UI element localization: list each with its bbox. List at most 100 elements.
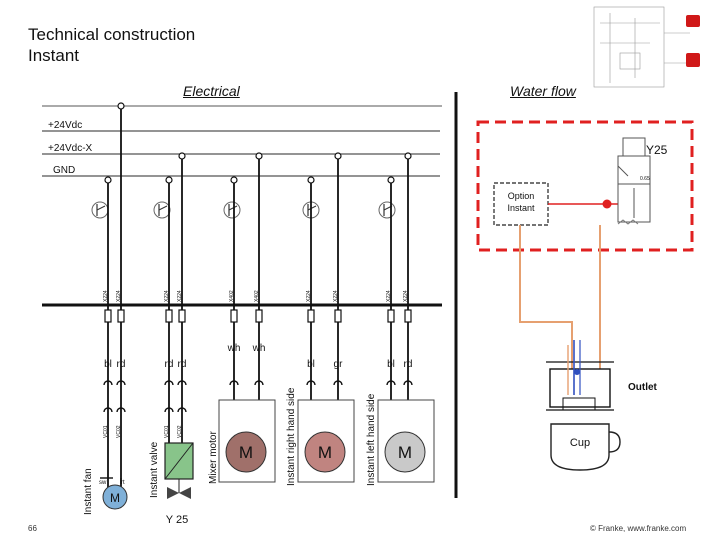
title-line-2: Instant [28, 46, 80, 65]
fan-wire-color-1: rd [117, 359, 126, 370]
device-label-mixer-motor: Mixer motor [208, 431, 219, 484]
right-transistor-lead [307, 205, 317, 211]
valve-wire-color-0: rd [165, 359, 174, 370]
valve-plug-1 [177, 380, 187, 386]
fan-device-code-0: VC01 [103, 425, 109, 438]
mixer-motor-box [218, 399, 276, 483]
valve-device-code-0: VC01 [164, 425, 170, 438]
page-title: Technical construction Instant [28, 24, 195, 66]
outlet-label: Outlet [628, 382, 658, 393]
right-gnd-node [307, 176, 315, 184]
mixer-motor-icon [225, 431, 267, 473]
right-terminal-0 [307, 309, 315, 323]
pipe-junction [602, 199, 612, 209]
fan-motor-icon [102, 484, 128, 510]
fan-transistor-lead [96, 205, 106, 211]
mixer-transistor-icon [223, 201, 241, 219]
valve-plug-0 [164, 380, 174, 386]
fan-terminal-1 [117, 309, 125, 323]
right-plug-1 [333, 380, 343, 386]
valve-gnd-node [165, 176, 173, 184]
left-transistor-icon [378, 201, 396, 219]
option-box-line-2: Instant [507, 203, 535, 213]
left-plug-1 [403, 380, 413, 386]
left-connector-code-0: X224 [386, 290, 392, 302]
overview-schematic-thumbnail [593, 6, 700, 88]
right-motor-icon [304, 431, 346, 473]
valve-terminal-1 [178, 309, 186, 323]
left-terminal-0 [387, 309, 395, 323]
valve-wire-color-1: rd [178, 359, 187, 370]
mixer-plug-0 [229, 380, 239, 386]
valve-transistor-icon [153, 201, 171, 219]
right-rail-node [334, 152, 342, 160]
device-label-instant-valve: Instant valve [149, 441, 160, 498]
rail-label-24vdc-x: +24Vdc-X [48, 143, 93, 154]
mixer-rail-node [255, 152, 263, 160]
valve-y25-label: Y25 [646, 143, 668, 157]
left-plug-0 [386, 380, 396, 386]
device-label-instant-left: Instant left hand side [366, 393, 377, 486]
fan-plug-0 [103, 380, 113, 386]
fan-connector-code-1: X224 [116, 290, 122, 302]
fan-device-plug-1 [116, 407, 126, 413]
mixer-terminal-0 [230, 309, 238, 323]
rail-label-gnd: GND [53, 165, 75, 176]
mixer-plug-1 [254, 380, 264, 386]
mixer-transistor-lead [228, 205, 238, 211]
right-wire-color-0: bl [307, 359, 315, 370]
left-motor-box [377, 399, 435, 483]
device-label-instant-right: Instant right hand side [286, 387, 297, 486]
left-wire-color-1: rd [404, 359, 413, 370]
valve-rail-node [178, 152, 186, 160]
valve-y25-icon [617, 137, 651, 225]
mixer-wire-color-0: wh [227, 343, 241, 354]
right-wire-color-1: gr [334, 359, 344, 370]
rail-label-24vdc: +24Vdc [48, 120, 82, 131]
section-heading-electrical: Electrical [183, 83, 240, 99]
right-plug-0 [306, 380, 316, 386]
left-terminal-1 [404, 309, 412, 323]
mixer-terminal-1 [255, 309, 263, 323]
fan-transistor-icon [91, 201, 109, 219]
fan-plug-1 [116, 380, 126, 386]
cup-icon [550, 423, 610, 471]
right-connector-code-0: X224 [306, 290, 312, 302]
valve-device-plug-0 [164, 407, 174, 413]
right-motor-box [297, 399, 355, 483]
left-motor-symbol: M [398, 443, 412, 462]
fan-device-plug-0 [103, 407, 113, 413]
right-motor-symbol: M [318, 443, 332, 462]
fan-connector-code-0: X224 [103, 290, 109, 302]
left-gnd-node [387, 176, 395, 184]
page-number: 66 [28, 524, 37, 533]
section-heading-water-flow: Water flow [510, 83, 576, 99]
valve-connector-code-1: X224 [177, 290, 183, 302]
cup-label: Cup [570, 437, 590, 449]
right-terminal-1 [334, 309, 342, 323]
left-motor-icon [384, 431, 426, 473]
mixer-connector-code-1: X402 [254, 290, 260, 302]
fan-device-code-1: VC02 [116, 425, 122, 438]
mixer-connector-code-0: X402 [229, 290, 235, 302]
fan-pin-left-label: sw [99, 480, 107, 486]
option-box-line-1: Option [508, 191, 535, 201]
valve-name-label: Y 25 [166, 514, 188, 526]
fan-terminal-0 [104, 309, 112, 323]
mixer-gnd-node [230, 176, 238, 184]
valve-device-plug-1 [177, 407, 187, 413]
fan-rail-node [117, 102, 125, 110]
valve-connector-code-0: X224 [164, 290, 170, 302]
device-label-instant-fan: Instant fan [83, 468, 94, 515]
valve-terminal-0 [165, 309, 173, 323]
water-pipe-orange-left [519, 225, 573, 405]
mixer-motor-symbol: M [239, 443, 253, 462]
fan-wire-color-0: bl [104, 359, 112, 370]
fan-motor-symbol: M [110, 491, 120, 505]
valve-rating-label: 0.65 [640, 176, 650, 182]
valve-device-code-1: VC02 [177, 425, 183, 438]
left-wire-color-0: bl [387, 359, 395, 370]
title-line-1: Technical construction [28, 25, 196, 44]
fan-gnd-node [104, 176, 112, 184]
